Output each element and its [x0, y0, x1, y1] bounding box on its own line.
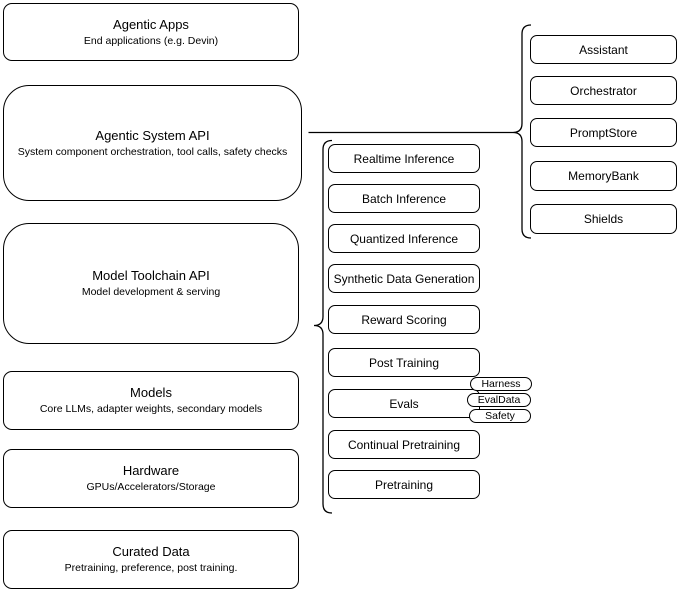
component-memorybank: MemoryBank [530, 161, 677, 191]
toolchain-item-label: Synthetic Data Generation [333, 271, 475, 286]
toolchain-item-label: Pretraining [374, 477, 434, 492]
box-title: Model Toolchain API [92, 268, 210, 283]
toolchain-item-reward-scoring: Reward Scoring [328, 305, 480, 334]
toolchain-item-post-training: Post Training [328, 348, 480, 377]
toolchain-item-realtime-inference: Realtime Inference [328, 144, 480, 173]
box-subtitle: Model development & serving [81, 286, 221, 298]
box-agentic-apps: Agentic Apps End applications (e.g. Devi… [3, 3, 299, 61]
eval-tag-label: EvalData [477, 394, 521, 406]
eval-tag-harness: Harness [470, 377, 532, 391]
component-orchestrator: Orchestrator [530, 76, 677, 105]
toolchain-item-label: Quantized Inference [349, 231, 459, 246]
toolchain-item-pretraining: Pretraining [328, 470, 480, 499]
toolchain-item-label: Batch Inference [361, 191, 447, 206]
eval-tag-safety: Safety [469, 409, 531, 423]
toolchain-item-label: Realtime Inference [353, 151, 455, 166]
box-hardware: Hardware GPUs/Accelerators/Storage [3, 449, 299, 508]
toolchain-item-quantized-inference: Quantized Inference [328, 224, 480, 253]
component-assistant: Assistant [530, 35, 677, 64]
box-title: Hardware [122, 463, 180, 478]
eval-tag-label: Safety [485, 410, 515, 422]
toolchain-item-continual-pretraining: Continual Pretraining [328, 430, 480, 459]
toolchain-item-label: Continual Pretraining [347, 437, 461, 452]
eval-tag-evaldata: EvalData [467, 393, 531, 407]
component-label: Orchestrator [570, 83, 637, 98]
box-title: Models [130, 385, 172, 400]
eval-tag-label: Harness [481, 378, 521, 390]
box-curated-data: Curated Data Pretraining, preference, po… [3, 530, 299, 589]
box-subtitle: End applications (e.g. Devin) [83, 34, 219, 47]
component-promptstore: PromptStore [530, 118, 677, 147]
box-models: Models Core LLMs, adapter weights, secon… [3, 371, 299, 430]
component-shields: Shields [530, 204, 677, 234]
box-model-toolchain-api: Model Toolchain API Model development & … [3, 223, 299, 344]
component-label: Shields [583, 212, 624, 226]
toolchain-item-label: Evals [389, 396, 419, 411]
box-subtitle: System component orchestration, tool cal… [17, 145, 288, 158]
box-subtitle: Core LLMs, adapter weights, secondary mo… [39, 403, 263, 415]
toolchain-item-label: Post Training [368, 355, 440, 370]
box-title: Agentic System API [95, 127, 210, 143]
box-title: Curated Data [112, 544, 190, 559]
component-label: MemoryBank [568, 169, 639, 183]
toolchain-item-evals: Evals [328, 389, 480, 418]
component-label: PromptStore [569, 125, 638, 140]
toolchain-item-batch-inference: Batch Inference [328, 184, 480, 213]
toolchain-item-label: Reward Scoring [361, 312, 447, 327]
toolchain-item-synthetic-data-generation: Synthetic Data Generation [328, 264, 480, 293]
box-agentic-system-api: Agentic System API System component orch… [3, 85, 302, 201]
box-title: Agentic Apps [113, 16, 189, 32]
box-subtitle: GPUs/Accelerators/Storage [86, 481, 216, 493]
box-subtitle: Pretraining, preference, post training. [64, 562, 238, 574]
component-label: Assistant [579, 42, 628, 57]
system-components-brace [512, 24, 532, 239]
